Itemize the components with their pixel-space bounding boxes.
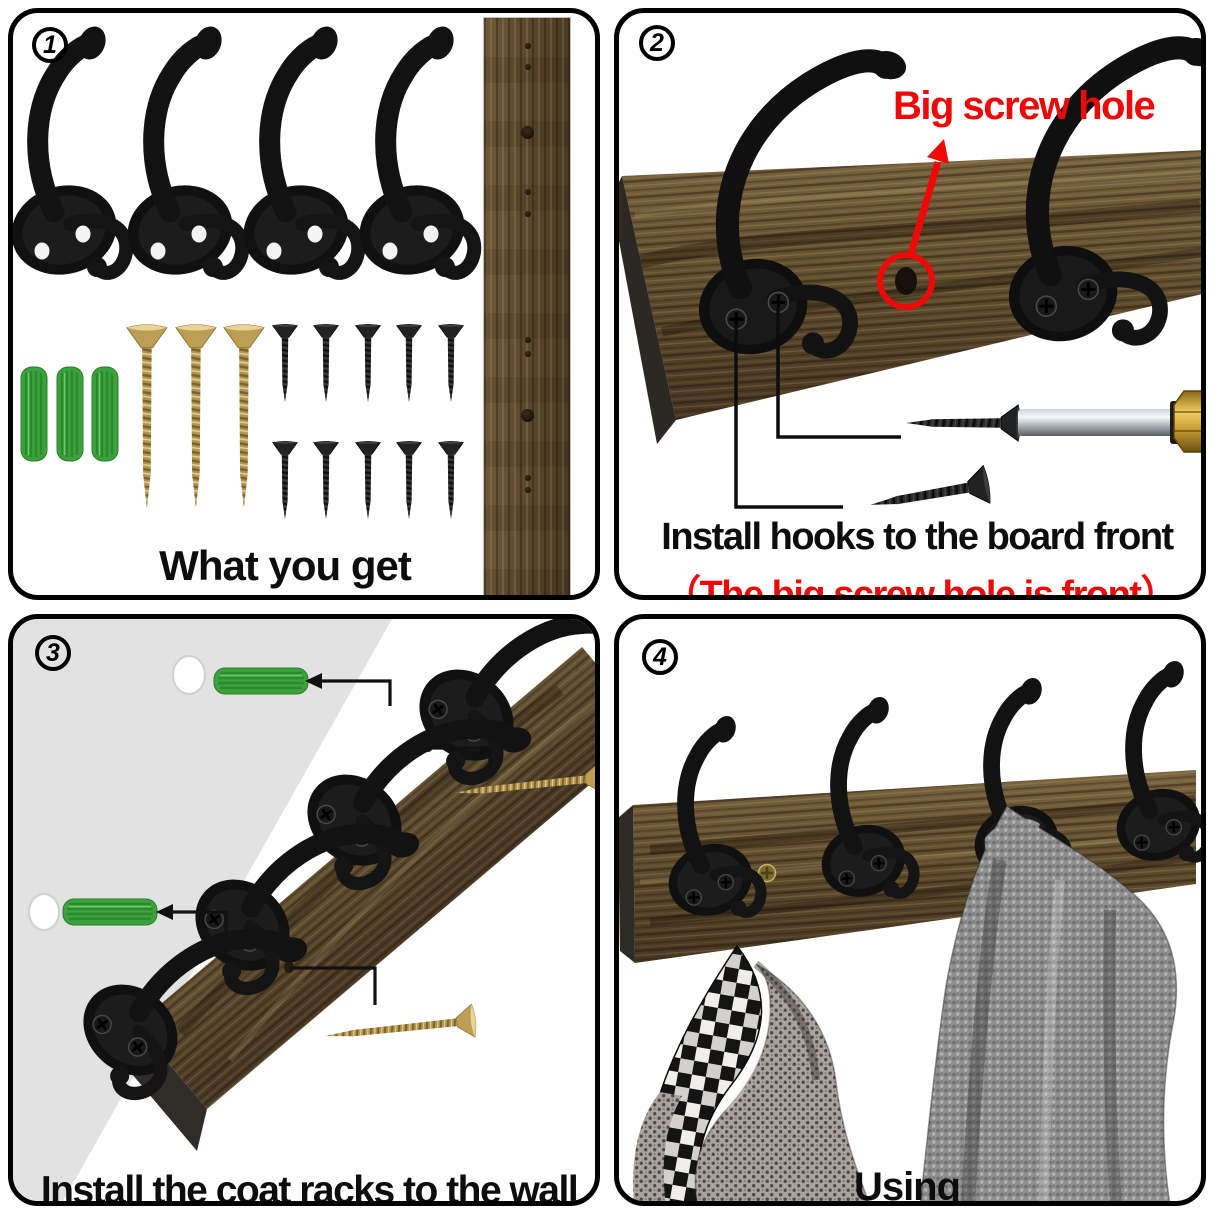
wall-anchor-icon: [90, 365, 120, 463]
panel-step4: 4 Using: [614, 614, 1206, 1206]
wood-board-graphic: [619, 150, 1201, 444]
screwdriver-icon: [1018, 390, 1201, 453]
black-screw-icon: [866, 464, 993, 525]
board-end-grain: [619, 805, 635, 963]
black-screw-icon: [272, 440, 298, 520]
step4-graphics: [619, 614, 1206, 1201]
red-circle-annotation: [877, 252, 935, 310]
step4-caption: Using: [853, 1165, 961, 1206]
scarf-gray-graphic: [919, 804, 1178, 1201]
board-end-grain: [619, 176, 676, 444]
coat-hook-icon: [8, 22, 127, 286]
black-screw-icon: [355, 323, 381, 403]
black-screw-icon: [313, 440, 339, 520]
brass-screw-icon: [126, 324, 168, 509]
brass-screw-icon: [223, 324, 265, 509]
big-screw-hole: [895, 267, 917, 295]
step-number: 2: [650, 28, 664, 57]
wall-anchor-icon: [19, 365, 49, 463]
black-screw-icon: [438, 440, 464, 520]
drill-hole-icon: [172, 655, 206, 695]
panel-step3: 3 Install the coat racks to the wall: [8, 614, 600, 1206]
panel-step1: 1 What you get: [8, 8, 600, 600]
leader-line: [173, 679, 492, 1005]
black-screw-icon: [905, 404, 1021, 442]
wall-anchor-icon: [55, 365, 85, 463]
screw-hole-dot: [284, 961, 294, 973]
step2-caption: Install hooks to the board front: [661, 516, 1174, 558]
step2-subcaption: （The big screw hole is front）: [663, 574, 1178, 600]
red-arrow-icon: [907, 139, 949, 254]
brass-screw-icon: [323, 1003, 478, 1053]
big-screw-hole-callout: Big screw hole: [893, 84, 1156, 128]
step-number: 4: [653, 642, 667, 671]
coat-hook-icon: [117, 22, 242, 286]
coat-hook-icon: [349, 22, 474, 286]
step-number-badge: 2: [639, 25, 675, 61]
coat-hook-icon: [233, 22, 358, 286]
panel-step2: 2 Big screw hole Install hooks to the bo…: [614, 8, 1206, 600]
black-screw-icon: [396, 323, 422, 403]
wall-anchor-icon: [212, 666, 310, 696]
black-screw-icon: [272, 323, 298, 403]
scarf-checkered-graphic: [633, 944, 870, 1201]
arrowhead-icon: [305, 673, 322, 689]
step-number-badge: 3: [35, 635, 71, 671]
step-number: 1: [43, 30, 57, 59]
step3-caption: Install the coat racks to the wall: [40, 1169, 579, 1206]
arrowhead-icon: [156, 904, 173, 920]
leader-line: [734, 307, 901, 509]
drill-hole-icon: [28, 893, 60, 931]
step3-graphics: [13, 619, 595, 1201]
black-screw-icon: [438, 323, 464, 403]
black-screw-icon: [313, 323, 339, 403]
step2-graphics: [619, 8, 1201, 525]
wall-anchor-icon: [61, 897, 159, 927]
step-number-badge: 4: [642, 639, 678, 675]
wood-board-graphic: [483, 17, 571, 595]
black-screw-icon: [396, 440, 422, 520]
brass-screw-icon: [175, 324, 217, 509]
black-screw-icon: [355, 440, 381, 520]
step-number-badge: 1: [32, 27, 68, 63]
step1-caption: What you get: [159, 542, 412, 589]
step-number: 3: [46, 638, 60, 667]
